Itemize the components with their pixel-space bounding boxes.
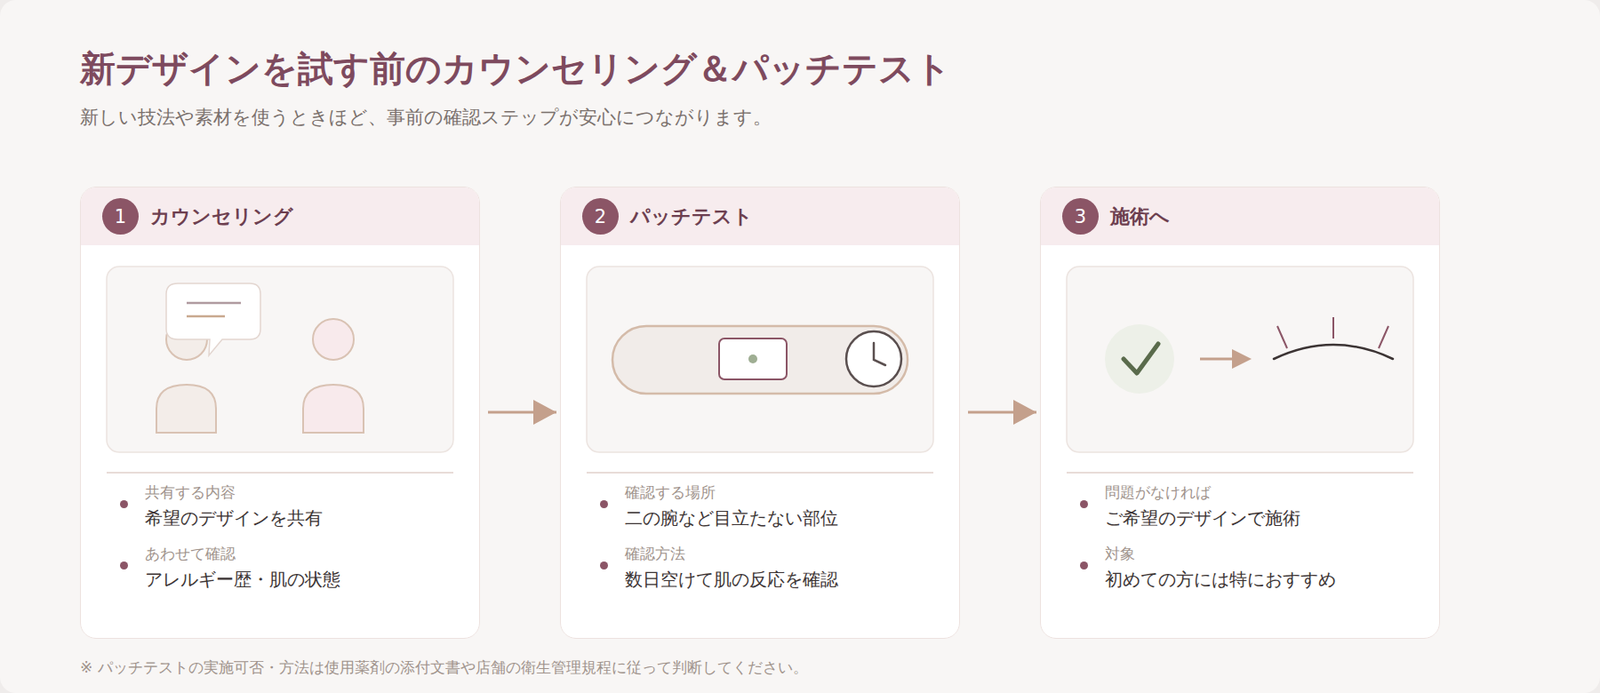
item-label: 確認方法 [624, 544, 686, 564]
step-number-circle: 1 [102, 198, 139, 235]
step-card: 施術へ問題がなければご希望のデザインで施術対象初めての方には特におすすめ 3 [1040, 186, 1440, 640]
item-label: 問題がなければ [1104, 482, 1211, 503]
patch-test-illustration [612, 326, 908, 394]
item-text: 初めての方には特におすすめ [1104, 568, 1336, 592]
illustration-panel [586, 266, 934, 453]
card-ground [1040, 186, 1440, 640]
page-title: 新デザインを試す前のカウンセリング＆パッチテスト [80, 46, 952, 91]
divider-line [106, 472, 454, 474]
item-text: アレルギー歴・肌の状態 [144, 568, 341, 592]
bullet-dot [1080, 561, 1088, 570]
step-number: 2 [594, 206, 607, 228]
flow-arrow [968, 411, 1037, 415]
card-header-band [1040, 187, 1440, 246]
step-number: 3 [1074, 206, 1087, 228]
item-label: 共有する内容 [144, 482, 236, 503]
item-label: 対象 [1104, 544, 1136, 564]
card-header-band [560, 187, 960, 246]
item-label: あわせて確認 [144, 544, 236, 564]
flow-arrow [488, 411, 557, 415]
item-text: 希望のデザインを共有 [144, 506, 323, 530]
item-label: 確認する場所 [624, 482, 716, 503]
divider-line [1066, 472, 1414, 474]
counseling-illustration [156, 283, 364, 433]
step-card: パッチテスト確認する場所二の腕など目立たない部位確認方法数日空けて肌の反応を確認… [560, 186, 960, 640]
card-ground [80, 186, 480, 640]
item-text: 二の腕など目立たない部位 [624, 506, 839, 530]
card-ground [560, 186, 960, 640]
bullet-dot [600, 561, 608, 570]
illustration-panel [106, 266, 454, 453]
step-number-circle: 2 [582, 198, 619, 235]
item-text: 数日空けて肌の反応を確認 [624, 568, 839, 592]
bullet-dot [120, 561, 128, 570]
bullet-dot [120, 500, 128, 509]
step-title: カウンセリング [150, 187, 294, 246]
divider-line [586, 472, 934, 474]
step-title: パッチテスト [630, 187, 753, 246]
bullet-dot [600, 500, 608, 509]
subtitle: 新しい技法や素材を使うときほど、事前の確認ステップが安心につながります。 [80, 104, 772, 130]
illustration-panel [1066, 266, 1414, 453]
step-number-circle: 3 [1062, 198, 1099, 235]
treatment-illustration [1104, 317, 1393, 394]
bullet-dot [1080, 500, 1088, 509]
step-card: カウンセリング共有する内容希望のデザインを共有あわせて確認アレルギー歴・肌の状態… [80, 186, 480, 640]
step-number: 1 [114, 206, 127, 228]
step-title: 施術へ [1110, 187, 1170, 246]
item-text: ご希望のデザインで施術 [1104, 506, 1301, 530]
footnote: ※ パッチテストの実施可否・方法は使用薬剤の添付文書や店舗の衛生管理規程に従って… [80, 656, 808, 679]
